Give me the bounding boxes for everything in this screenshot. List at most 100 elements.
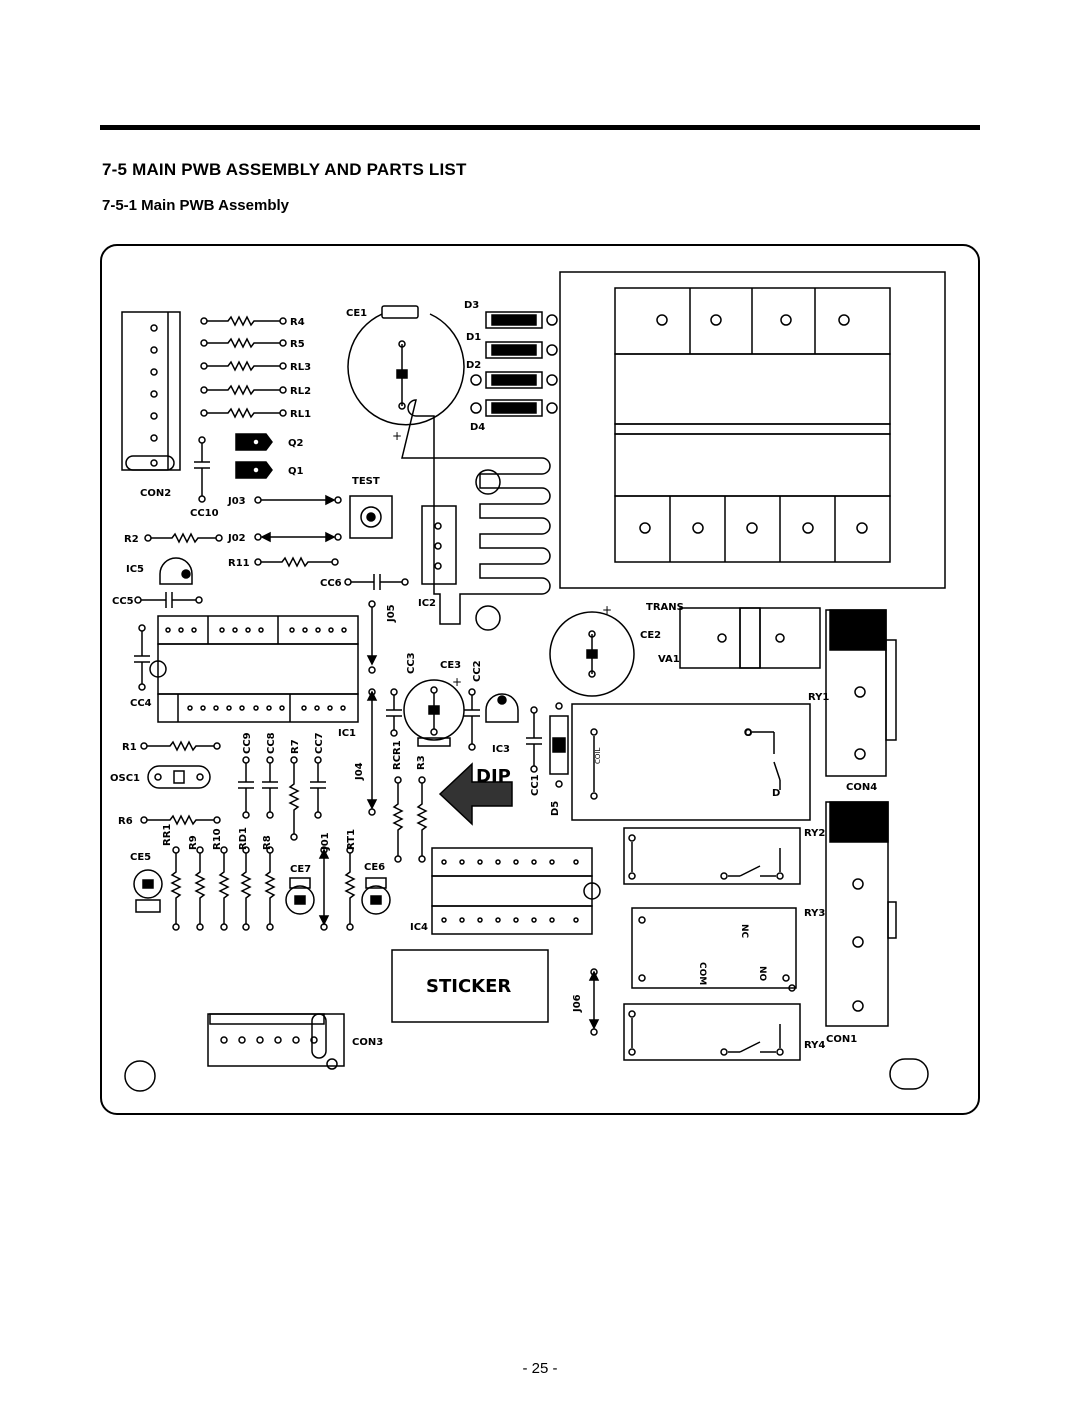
capacitors-ce5-ce6-ce7 (133, 869, 391, 915)
svg-text:O: O (744, 728, 753, 739)
jumper-j04 (366, 688, 378, 816)
jumper-j06 (588, 968, 600, 1036)
capacitor-cc6 (344, 574, 409, 590)
label-ic2: IC2 (418, 598, 436, 609)
capacitor-cc3 (386, 688, 402, 737)
label-j02: J02 (227, 533, 246, 544)
label-j03: J03 (227, 496, 246, 507)
label-cc6: CC6 (320, 578, 342, 589)
label-q1: Q1 (288, 466, 304, 477)
label-ce1: CE1 (346, 308, 367, 319)
label-con4: CON4 (846, 782, 877, 793)
capacitor-ce3 (403, 679, 465, 747)
label-cc10: CC10 (190, 508, 219, 519)
label-con2: CON2 (140, 488, 171, 499)
label-trans: TRANS (646, 602, 684, 613)
capacitor-ce2 (549, 611, 635, 697)
varistor-va1 (679, 607, 821, 669)
label-r4: R4 (290, 317, 305, 328)
jumper-j05 (366, 600, 378, 674)
svg-text:+: + (602, 603, 612, 617)
con4-connector (825, 609, 897, 777)
svg-text:+: + (452, 675, 462, 689)
label-cc9: CC9 (242, 732, 253, 754)
label-j01: J01 (320, 832, 331, 851)
label-ry3: RY3 (804, 908, 825, 919)
label-cc3: CC3 (406, 652, 417, 674)
label-ic4: IC4 (410, 922, 428, 933)
label-ry1-coil: COIL (594, 748, 602, 764)
resistor-row-lower (170, 846, 356, 931)
label-r1: R1 (122, 742, 137, 753)
con3-connector (207, 1013, 345, 1070)
resistors-r1-r6 (140, 740, 221, 826)
label-ce5: CE5 (130, 852, 151, 863)
label-rd1: RD1 (238, 827, 249, 850)
label-r6: R6 (118, 816, 133, 827)
label-ce3: CE3 (440, 660, 461, 671)
svg-text:+: + (392, 429, 402, 443)
page-number: - 25 - (522, 1360, 558, 1377)
jumpers-j03-j02 (254, 494, 342, 543)
label-j06: J06 (572, 994, 583, 1013)
capacitor-cc5 (134, 592, 203, 608)
label-cc8: CC8 (266, 732, 277, 754)
label-dip: DIP (476, 766, 511, 787)
con1-connector (825, 801, 897, 1027)
chip-ic4 (431, 847, 601, 935)
regulator-ic3 (485, 693, 519, 723)
label-r3: R3 (416, 755, 427, 770)
jumper-j01 (318, 846, 330, 931)
test-point (349, 495, 393, 539)
label-ic5: IC5 (126, 564, 144, 575)
oscillator-osc1 (147, 765, 211, 789)
label-com: COM (697, 962, 707, 985)
label-sticker: STICKER (426, 976, 511, 997)
label-ry2: RY2 (804, 828, 825, 839)
label-nc: NC (739, 924, 749, 939)
label-cc7: CC7 (314, 732, 325, 754)
label-r11: R11 (228, 558, 250, 569)
transformer-block (559, 271, 946, 589)
label-r5: R5 (290, 339, 305, 350)
header-rule (100, 125, 980, 130)
relay-ry2 (623, 827, 801, 885)
label-con1: CON1 (826, 1034, 857, 1045)
label-r8: R8 (262, 835, 273, 850)
relay-ry4 (623, 1003, 801, 1061)
diodes-bridge (470, 311, 558, 417)
label-cc4: CC4 (130, 698, 152, 709)
label-j04: J04 (354, 762, 365, 781)
con2-connector (121, 311, 181, 471)
capacitor-cc1 (526, 706, 542, 773)
resistors-rcr1-r3 (392, 776, 428, 863)
dip-arrow (438, 762, 513, 826)
sticker-area (391, 949, 549, 1023)
label-d5: D5 (550, 801, 561, 816)
label-osc1: OSC1 (110, 773, 140, 784)
label-rr1: RR1 (162, 824, 173, 846)
label-cc5: CC5 (112, 596, 134, 607)
label-cc1: CC1 (530, 774, 541, 796)
label-r10: R10 (212, 828, 223, 850)
label-ce2: CE2 (640, 630, 661, 641)
relay-ry3 (631, 907, 797, 992)
label-va1: VA1 (658, 654, 680, 665)
svg-text:D: D (772, 788, 780, 799)
label-rl3: RL3 (290, 362, 311, 373)
label-test: TEST (352, 476, 380, 487)
label-ce6: CE6 (364, 862, 385, 873)
label-q2: Q2 (288, 438, 304, 449)
label-rl1: RL1 (290, 409, 311, 420)
label-con3: CON3 (352, 1037, 383, 1048)
regulator-ic5 (159, 557, 193, 585)
label-d1: D1 (466, 332, 481, 343)
label-rcr1: RCR1 (392, 740, 403, 770)
capacitor-cc2 (464, 688, 480, 751)
label-rt1: RT1 (346, 829, 357, 850)
label-no: NO (757, 966, 767, 982)
capacitor-ce1 (347, 305, 465, 426)
label-rl2: RL2 (290, 386, 311, 397)
label-d4: D4 (470, 422, 485, 433)
label-ic1: IC1 (338, 728, 356, 739)
